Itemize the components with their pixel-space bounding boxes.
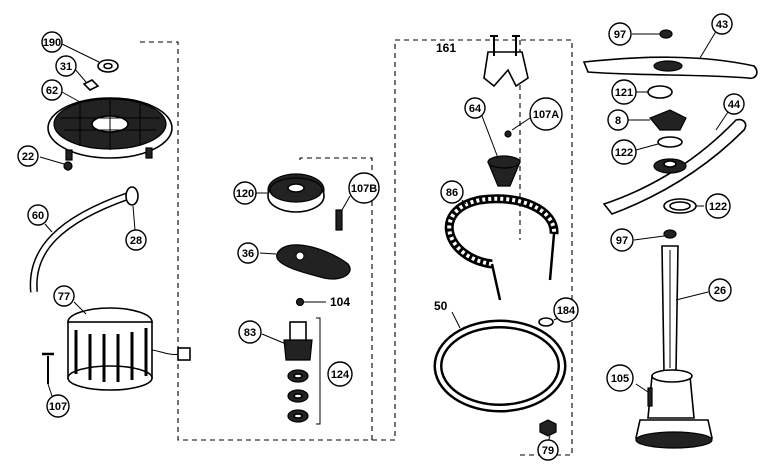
callout-label: 36: [242, 248, 254, 260]
screw-105: [635, 383, 653, 407]
callout-label: 26: [714, 285, 726, 297]
callout-8: 8: [607, 109, 629, 131]
callout-label: 124: [331, 369, 350, 381]
clip-31: [73, 67, 100, 91]
hub-8: [628, 109, 687, 131]
spray-tower-26: [635, 245, 713, 449]
callout-43: 43: [711, 13, 733, 35]
callout-label: 64: [469, 103, 482, 115]
pump-83: [261, 321, 313, 361]
impeller-plate-62: [47, 91, 173, 161]
assembly-guide-lines: [140, 39, 573, 456]
callout-label: 122: [709, 201, 727, 213]
callout-184: 184: [553, 297, 579, 323]
callout-62: 62: [41, 79, 63, 101]
callout-44: 44: [723, 93, 745, 115]
callout-86: 86: [440, 180, 464, 204]
callout-label: 43: [716, 19, 728, 31]
callout-label: 105: [611, 373, 629, 385]
washer-190: [61, 43, 119, 73]
callout-79: 79: [537, 439, 559, 461]
screw-107b: [335, 195, 351, 231]
washer-122-upper: [635, 136, 683, 151]
callout-122-upper: 122: [611, 139, 637, 165]
nozzle-64: [481, 115, 521, 187]
callout-161: 161: [436, 41, 456, 55]
callout-97-top: 97: [608, 22, 632, 46]
callout-label: 184: [557, 305, 576, 317]
callout-107: 107: [46, 394, 70, 418]
bracket-161: [483, 35, 529, 88]
cam-plate-36: [259, 244, 351, 280]
lower-spray-arm-44: [602, 111, 747, 215]
screw-97-top: [632, 29, 673, 39]
callout-28: 28: [125, 229, 147, 251]
callout-label: 77: [58, 291, 70, 303]
callout-83: 83: [238, 320, 262, 344]
callout-label: 28: [130, 235, 142, 247]
callout-label: 97: [614, 29, 626, 41]
upper-spray-arm-43: [582, 27, 758, 80]
washer-122-lower: [663, 198, 704, 214]
callout-label: 22: [22, 151, 34, 163]
callout-label: 107A: [533, 109, 559, 121]
callout-64: 64: [464, 97, 486, 119]
callout-label: 97: [616, 235, 628, 247]
washer-104: [295, 297, 326, 307]
callout-label: 107B: [351, 183, 377, 195]
callout-31: 31: [55, 55, 77, 77]
callout-104: 104: [330, 295, 350, 309]
callout-107b: 107B: [348, 172, 380, 204]
callout-label: 44: [728, 99, 741, 111]
callout-124: 124: [327, 361, 353, 387]
gear-120: [256, 173, 325, 213]
callout-label: 79: [542, 445, 554, 457]
callout-label: 107: [49, 401, 67, 413]
hose-clamp-28: [125, 186, 139, 231]
seal-kit-124: [287, 317, 321, 425]
callout-97-lower: 97: [610, 228, 634, 252]
callout-105: 105: [606, 364, 634, 392]
screw-22: [39, 156, 73, 171]
screw-97-lower: [633, 229, 677, 241]
callout-60: 60: [27, 204, 49, 226]
callout-label: 161: [436, 41, 456, 55]
screw-107a: [504, 117, 531, 138]
callout-label: 122: [615, 147, 633, 159]
callout-label: 86: [446, 187, 458, 199]
callout-label: 83: [244, 327, 256, 339]
callout-190: 190: [41, 31, 63, 53]
heater-86: [444, 194, 559, 301]
motor-77: [67, 301, 191, 391]
callout-22: 22: [17, 145, 39, 167]
hose-60: [29, 192, 130, 293]
callout-label: 104: [330, 295, 350, 309]
ring-121: [636, 85, 673, 99]
nut-79: [539, 419, 557, 443]
screw-107: [42, 352, 54, 397]
callout-50: 50: [434, 299, 448, 313]
callout-36: 36: [237, 242, 259, 264]
callout-26: 26: [708, 278, 732, 302]
callout-77: 77: [53, 285, 75, 307]
callout-122-lower: 122: [705, 193, 731, 219]
callout-label: 31: [60, 61, 72, 73]
callout-label: 60: [32, 210, 44, 222]
callout-121: 121: [611, 79, 637, 105]
callout-label: 62: [46, 85, 58, 97]
callout-label: 50: [434, 299, 448, 313]
callout-107a: 107A: [529, 97, 563, 131]
callout-120: 120: [233, 181, 257, 205]
callout-label: 190: [43, 37, 61, 49]
callout-label: 120: [236, 188, 254, 200]
gasket-50: [433, 311, 567, 413]
callout-label: 8: [615, 115, 621, 127]
callout-label: 121: [615, 87, 633, 99]
